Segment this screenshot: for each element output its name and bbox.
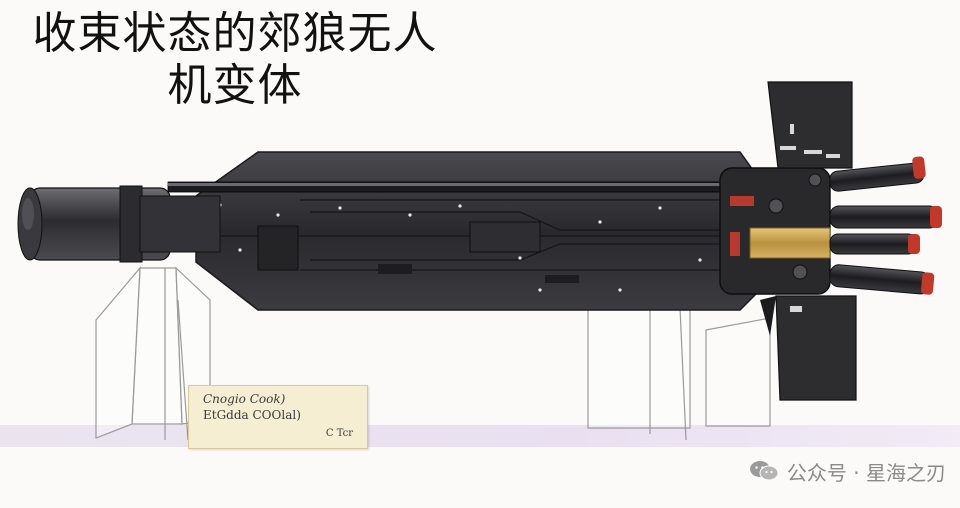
display-stand-left (95, 266, 211, 441)
display-stand-right (587, 299, 771, 441)
floor-shadow (0, 425, 960, 447)
exhibit-label-card: Cnogio Cook) EtGdda COOlal) C Tcr (188, 385, 368, 449)
rear-assembly (719, 167, 831, 295)
label-line-2: EtGdda COOlal) (203, 408, 301, 422)
exhaust-tubes (829, 156, 942, 295)
tail-fin-upper (767, 81, 853, 169)
wechat-icon (749, 461, 779, 481)
page-title: 收束状态的郊狼无人 机变体 (0, 8, 470, 112)
tail-fin-lower (760, 295, 857, 401)
label-line-1: Cnogio Cook) (203, 392, 286, 406)
watermark: 公众号 · 星海之刃 (749, 456, 946, 486)
label-line-3: C Tcr (325, 428, 353, 439)
watermark-text: 公众号 · 星海之刃 (786, 460, 946, 485)
title-line-1: 收束状态的郊狼无人 (32, 8, 438, 59)
title-line-2: 机变体 (167, 60, 303, 111)
brass-housing (749, 227, 831, 259)
